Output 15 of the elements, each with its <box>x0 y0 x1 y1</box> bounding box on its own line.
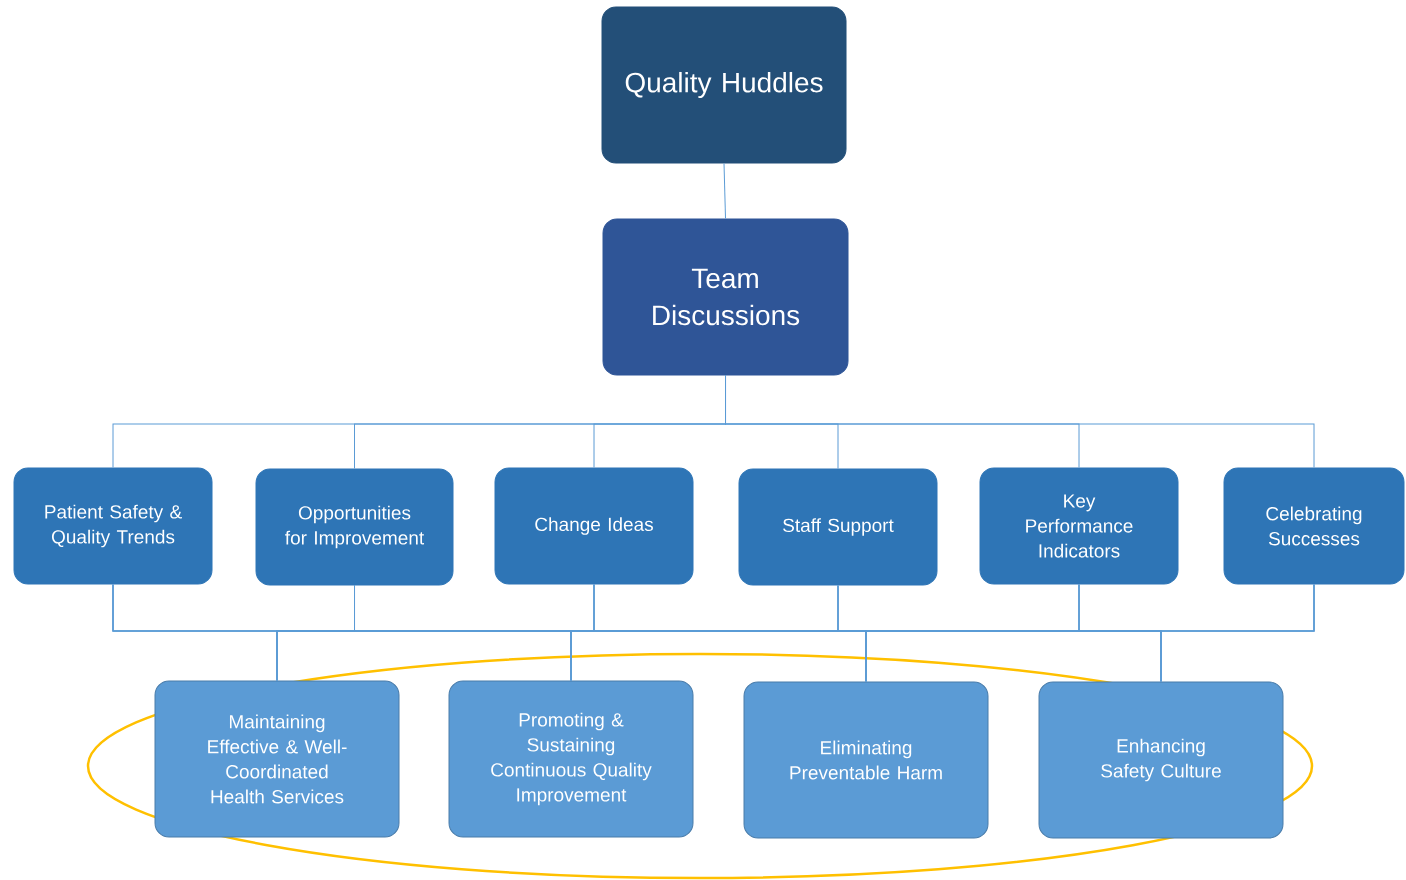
goal-box: Eliminating Preventable Harm <box>743 681 989 839</box>
topic-box: Key Performance Indicators <box>979 467 1179 585</box>
goal-box: Maintaining Effective & Well-Coordinated Health Services <box>154 680 400 838</box>
connector-line <box>725 375 1315 468</box>
goal-box: Promoting & Sustaining Continuous Quality Improvement <box>448 680 694 838</box>
topic-box: Opportunities for Improvement <box>255 468 454 586</box>
topic-box: Change Ideas <box>494 467 694 585</box>
top-box: Quality Huddles <box>601 6 847 164</box>
discussion-box: Team Discussions <box>602 218 849 376</box>
goal-box: Enhancing Safety Culture <box>1038 681 1284 839</box>
connector-line <box>723 163 726 219</box>
connector-line <box>1160 584 1315 682</box>
topic-box: Celebrating Successes <box>1223 467 1405 585</box>
topic-box: Staff Support <box>738 468 938 586</box>
topic-box: Patient Safety & Quality Trends <box>13 467 213 585</box>
